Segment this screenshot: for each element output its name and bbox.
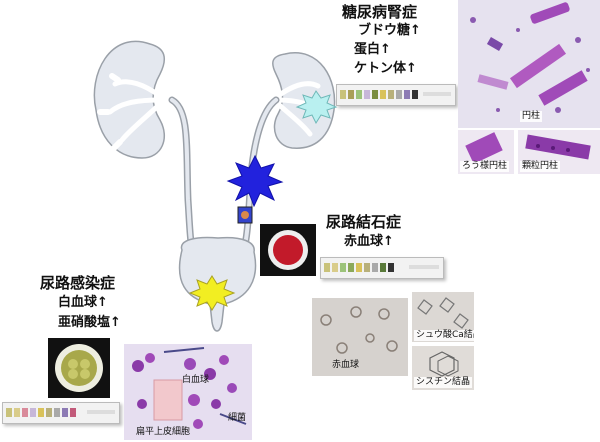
cast-label: 円柱 [520, 111, 543, 122]
epithelial-label: 扁平上皮細胞 [136, 427, 191, 437]
rbc-label: 赤血球 [332, 360, 360, 370]
stone-title: 尿路結石症 [326, 213, 402, 231]
red-urine-cup-photo [260, 224, 316, 276]
urine-test-strip-uti [2, 402, 120, 424]
wbc-label: 白血球 [182, 375, 210, 385]
diabetic-item-glucose: ブドウ糖↑ [358, 23, 421, 38]
cyan-burst-kidney [295, 90, 338, 125]
oxalate-crystal-photo: シュウ酸Ca結晶 [412, 292, 474, 342]
waxy-cast-photo: ろう様円柱 [458, 130, 514, 174]
uti-item-nitrite: 亜硝酸塩↑ [58, 315, 121, 330]
cloudy-urine-cup-photo [48, 338, 110, 398]
urine-test-strip-stone [320, 257, 444, 279]
left-renal-pelvis [107, 79, 175, 143]
stone-item-rbc: 赤血球↑ [344, 234, 394, 249]
wbc-microscopy-photo: 白血球 細菌 扁平上皮細胞 [124, 344, 252, 440]
left-kidney [93, 40, 166, 159]
uti-title: 尿路感染症 [40, 274, 116, 292]
diabetic-title: 糖尿病腎症 [342, 3, 418, 21]
diabetic-item-ketone: ケトン体↑ [354, 61, 417, 76]
cystine-label: シスチン結晶 [414, 377, 473, 388]
urine-test-strip-diabetic [336, 84, 456, 106]
oxalate-label: シュウ酸Ca結晶 [414, 330, 474, 341]
granular-cast-label: 顆粒円柱 [520, 161, 561, 172]
waxy-cast-label: ろう様円柱 [460, 161, 510, 172]
granular-cast-photo: 顆粒円柱 [518, 130, 600, 174]
blue-burst-stone [226, 154, 284, 208]
cast-microscopy-photo: 円柱 [458, 0, 600, 128]
diabetic-item-protein: 蛋白↑ [354, 42, 391, 57]
rbc-microscopy-photo: 赤血球 [312, 298, 408, 376]
uti-item-wbc: 白血球↑ [58, 295, 108, 310]
bacteria-label: 細菌 [228, 413, 247, 423]
left-calyces [97, 73, 123, 151]
yellow-burst-bladder [188, 275, 236, 311]
cystine-crystal-photo: シスチン結晶 [412, 346, 474, 390]
